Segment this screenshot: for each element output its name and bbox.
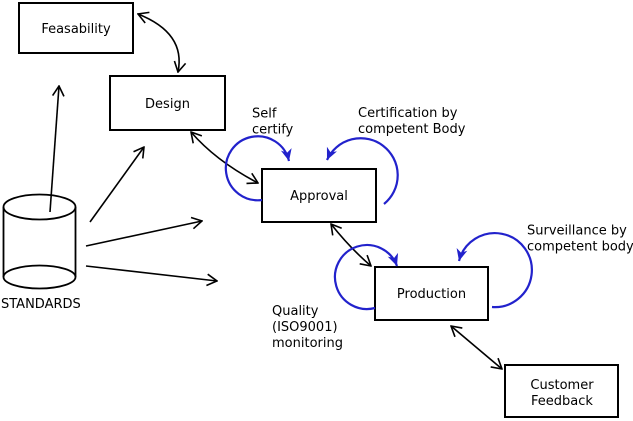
quality-annotation: Quality (ISO9001) monitoring [272, 304, 343, 351]
arrow-standards-to-production [85, 265, 217, 281]
arrow-standards-to-approval [85, 221, 202, 247]
certification-label-line2: competent Body [358, 122, 466, 137]
design-box [109, 75, 226, 131]
surveillance-loop [456, 232, 533, 309]
feasability-label: Feasability [41, 22, 111, 37]
certification-loop [325, 137, 399, 205]
quality-label-line2: (ISO9001) [272, 320, 338, 335]
production-label: Production [397, 287, 466, 302]
arrow-feasability-design [138, 14, 179, 72]
design-label: Design [145, 97, 190, 112]
arrow-standards-to-feasability [49, 86, 59, 213]
self-certify-label-line2: certify [252, 123, 294, 138]
standards-datastore: STANDARDS [1, 193, 81, 312]
quality-label-line3: monitoring [272, 336, 343, 351]
production-box [374, 266, 489, 321]
quality-label-line1: Quality [272, 304, 319, 319]
approval-box [261, 168, 377, 223]
certification-label-line1: Certification by [358, 106, 458, 121]
arrow-design-approval [191, 132, 258, 183]
node-production: Production [374, 266, 489, 321]
approval-label: Approval [290, 189, 348, 204]
self-certify-label-line1: Self [252, 107, 277, 122]
node-design: Design [109, 75, 226, 131]
surveillance-label-line2: competent body [527, 240, 633, 255]
cylinder-top [2, 193, 77, 221]
node-customer-feedback: Customer Feedback [504, 364, 619, 418]
surveillance-label-line1: Surveillance by [527, 224, 627, 239]
customer-feedback-label-line1: Customer [530, 378, 594, 393]
node-feasability: Feasability [18, 2, 134, 54]
standards-label: STANDARDS [1, 297, 81, 312]
customer-feedback-label-line2: Feedback [531, 394, 593, 409]
node-approval: Approval [261, 168, 377, 223]
quality-monitoring-loop [333, 243, 399, 311]
arrow-standards-to-design [89, 147, 144, 223]
surveillance-annotation: Surveillance by competent body [527, 224, 633, 255]
self-certify-loop [224, 135, 292, 202]
customer-feedback-box [504, 364, 619, 418]
arrow-approval-production [331, 224, 371, 266]
arrow-production-feedback [451, 326, 502, 369]
certification-annotation: Certification by competent Body [358, 106, 466, 137]
feasability-box [18, 2, 134, 54]
self-certify-annotation: Self certify [252, 107, 294, 138]
cylinder-bottom [2, 264, 77, 290]
